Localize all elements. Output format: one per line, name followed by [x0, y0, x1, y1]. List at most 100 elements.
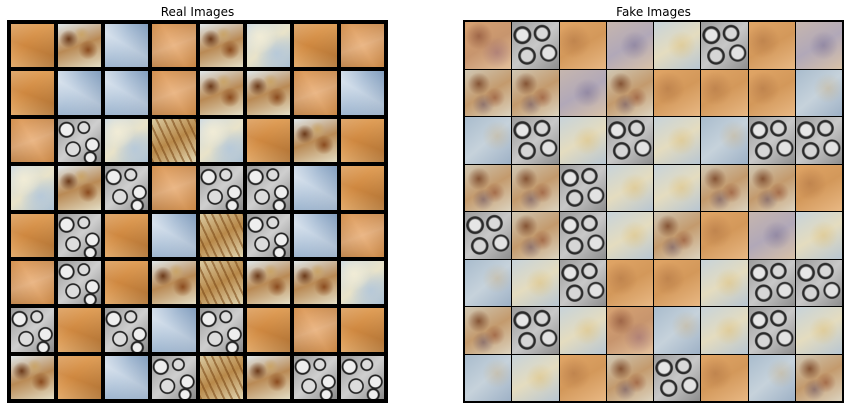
real-image-tile [293, 308, 337, 352]
real-image-tile [11, 308, 55, 352]
fake-image-tile [701, 354, 748, 401]
real-image-tile [152, 213, 196, 257]
real-image-tile [246, 355, 290, 399]
real-image-tile [340, 213, 384, 257]
real-image-tile [246, 308, 290, 352]
fake-image-tile [559, 354, 606, 401]
fake-image-tile [654, 164, 701, 211]
real-image-tile [293, 24, 337, 68]
real-image-tile [58, 213, 102, 257]
fake-image-tile [559, 22, 606, 69]
real-image-tile [340, 308, 384, 352]
fake-image-tile [465, 164, 512, 211]
real-image-tile [11, 213, 55, 257]
real-image-tile [340, 118, 384, 163]
real-image-tile [11, 71, 55, 115]
fake-image-tile [795, 22, 842, 69]
real-image-tile [105, 355, 149, 399]
real-image-tile [11, 166, 55, 210]
real-image-tile [152, 71, 196, 115]
real-image-tile [246, 24, 290, 68]
fake-image-tile [559, 69, 606, 116]
real-image-tile [199, 260, 243, 305]
fake-image-tile [654, 259, 701, 306]
real-image-tile [293, 71, 337, 115]
real-image-tile [340, 260, 384, 305]
fake-image-tile [748, 69, 795, 116]
fake-image-tile [512, 354, 559, 401]
fake-image-tile [654, 69, 701, 116]
real-image-tile [58, 308, 102, 352]
fake-image-tile [654, 22, 701, 69]
fake-image-tile [606, 69, 653, 116]
fake-image-tile [465, 117, 512, 164]
real-image-tile [152, 24, 196, 68]
fake-image-tile [795, 212, 842, 259]
real-image-tile [340, 71, 384, 115]
real-image-tile [199, 213, 243, 257]
real-image-tile [152, 118, 196, 163]
real-image-tile [58, 24, 102, 68]
fake-image-tile [701, 69, 748, 116]
fake-image-tile [795, 307, 842, 354]
real-image-tile [105, 308, 149, 352]
fake-image-tile [465, 212, 512, 259]
fake-image-tile [606, 259, 653, 306]
real-image-tile [340, 355, 384, 399]
real-image-tile [105, 71, 149, 115]
real-image-tile [105, 213, 149, 257]
fake-image-tile [512, 259, 559, 306]
fake-image-tile [654, 354, 701, 401]
fake-image-tile [748, 212, 795, 259]
fake-image-tile [559, 212, 606, 259]
real-image-tile [58, 355, 102, 399]
real-image-tile [199, 71, 243, 115]
fake-image-tile [465, 69, 512, 116]
fake-image-tile [748, 307, 795, 354]
real-images-title: Real Images [160, 5, 235, 19]
fake-image-tile [559, 164, 606, 211]
real-images-grid [7, 20, 388, 403]
fake-image-tile [701, 259, 748, 306]
real-image-tile [105, 24, 149, 68]
fake-image-tile [795, 164, 842, 211]
real-image-tile [199, 355, 243, 399]
real-image-tile [11, 118, 55, 163]
real-image-tile [293, 355, 337, 399]
fake-image-tile [748, 22, 795, 69]
real-image-tile [105, 260, 149, 305]
real-image-tile [246, 166, 290, 210]
real-image-tile [246, 213, 290, 257]
fake-image-tile [748, 354, 795, 401]
fake-image-tile [465, 307, 512, 354]
fake-image-tile [701, 307, 748, 354]
real-image-tile [293, 260, 337, 305]
real-image-tile [58, 118, 102, 163]
fake-image-tile [606, 307, 653, 354]
real-image-tile [293, 118, 337, 163]
fake-image-tile [512, 117, 559, 164]
real-image-tile [199, 118, 243, 163]
real-image-tile [246, 118, 290, 163]
real-image-tile [152, 355, 196, 399]
fake-image-tile [606, 117, 653, 164]
fake-image-tile [654, 307, 701, 354]
real-image-tile [11, 355, 55, 399]
real-image-tile [152, 260, 196, 305]
fake-image-tile [701, 164, 748, 211]
fake-image-tile [512, 212, 559, 259]
fake-images-grid [463, 20, 844, 403]
fake-image-tile [748, 117, 795, 164]
real-image-tile [11, 24, 55, 68]
real-image-tile [58, 71, 102, 115]
real-image-tile [199, 24, 243, 68]
fake-image-tile [465, 354, 512, 401]
fake-image-tile [748, 259, 795, 306]
real-image-tile [105, 118, 149, 163]
fake-image-tile [748, 164, 795, 211]
fake-image-tile [559, 307, 606, 354]
real-image-tile [152, 166, 196, 210]
fake-image-tile [512, 164, 559, 211]
fake-image-tile [512, 69, 559, 116]
real-image-tile [152, 308, 196, 352]
